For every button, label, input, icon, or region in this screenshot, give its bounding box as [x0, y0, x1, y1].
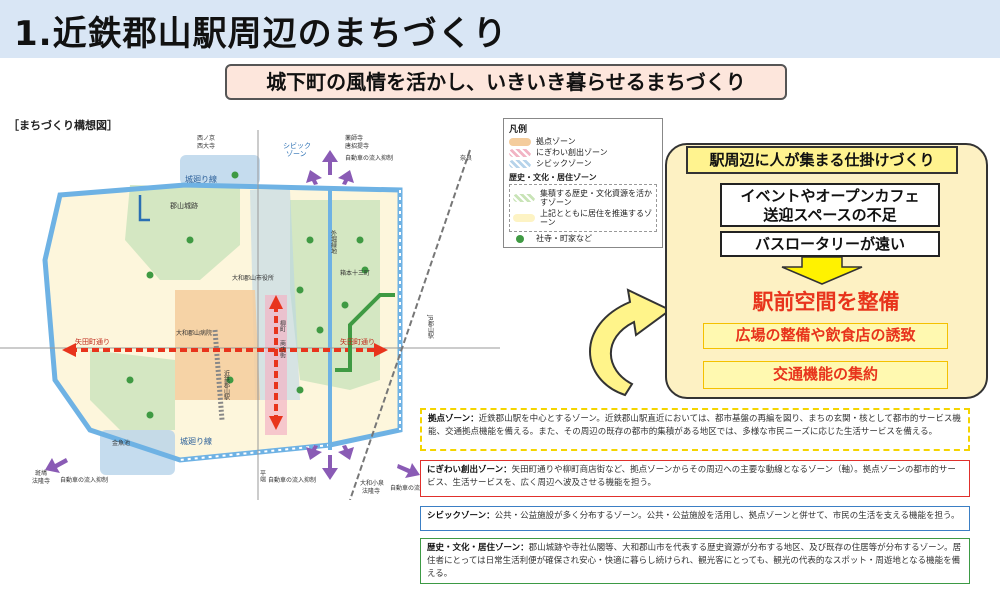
issue-line: イベントやオープンカフェ: [740, 187, 920, 205]
green-zone-castle: [125, 185, 240, 280]
goal-heading: 駅前空間を整備: [752, 290, 900, 314]
kawanaka-label: 平端: [259, 470, 266, 483]
yakushiji-1: 薬師寺: [345, 134, 363, 142]
header-bar: 1.近鉄郡山駅周辺のまちづくり: [0, 0, 1000, 58]
down-arrow-icon: [781, 257, 863, 285]
kintetsu-line: [212, 329, 225, 421]
zone-desc-title: 歴史・文化・居住ゾーン：: [427, 543, 529, 553]
yadacho-label-west: 矢田町通り: [75, 337, 110, 346]
zone-desc-text: 公共・公益施設が多く分布するゾーン。公共・公益施設を活用し、拠点ゾーンと併せて、…: [494, 511, 960, 521]
horyuji-1: 斑鳩: [35, 469, 47, 477]
civic-zone-north: [180, 155, 260, 185]
legend-item: 上記とともに居住を推進するゾーン: [513, 209, 653, 227]
hospital-label: 大和郡山病院: [176, 329, 212, 337]
concept-map: 城廻り線 城廻り線 矢田町通り 矢田町通り シビック ゾーン 自動車の流入抑制 …: [0, 130, 500, 500]
issue-box-event-space: イベントやオープンカフェ 送迎スペースの不足: [720, 183, 940, 227]
legend-label: にぎわい創出ゾーン: [536, 148, 608, 157]
legend-swatch-history: [513, 194, 535, 202]
horyuji-2: 法隆寺: [32, 477, 50, 485]
inflow-arrows: [45, 150, 420, 480]
issue-box-bus-rotary: バスロータリーが遠い: [720, 231, 940, 257]
station-label: 近鉄郡山駅: [223, 369, 230, 401]
yanagi-1: 柳町: [279, 319, 286, 332]
tamon-label: 外堀緑地: [330, 229, 337, 254]
legend-label: 社寺・町家など: [536, 234, 592, 243]
inflow-label-se: 自動車の流入抑制: [390, 484, 438, 492]
temple-dot-icon: [516, 234, 524, 243]
legend-item: 集積する歴史・文化資源を活かすゾーン: [513, 189, 653, 207]
zone-desc-title: 拠点ゾーン：: [428, 414, 479, 424]
castle-label: 郡山城跡: [170, 201, 198, 210]
zone-desc-nigiwai: にぎわい創出ゾーン：矢田町通りや柳町商店街など、拠点ゾーンからその周辺への主要な…: [420, 460, 970, 497]
jr-line: [349, 149, 471, 500]
legend-swatch-residential: [513, 214, 535, 222]
legend-swatch-nigiwai: [509, 148, 531, 157]
ring-label-bottom: 城廻り線: [180, 436, 212, 446]
zone-desc-text: 郡山城跡や寺社仏閣等、大和郡山市を代表する歴史資源が分布する地区、及び既存の住居…: [427, 543, 962, 579]
kingyo-label: 金魚池: [112, 439, 130, 447]
nishinokyo-1: 西ノ京: [197, 134, 215, 142]
legend-swatch-hub: [509, 137, 531, 146]
concept-subtitle: 城下町の風情を活かし、いきいき暮らせるまちづくり: [225, 64, 787, 100]
measure-transport: 交通機能の集約: [703, 361, 948, 389]
legend-label: 集積する歴史・文化資源を活かすゾーン: [540, 189, 652, 207]
zone-desc-text: 矢田町通りや柳町商店街など、拠点ゾーンからその周辺への主要な動線となるゾーン（軸…: [427, 465, 956, 488]
zone-desc-hub: 拠点ゾーン：近鉄郡山駅を中心とするゾーン。近鉄郡山駅直近においては、都市基盤の再…: [420, 408, 970, 451]
legend-item: 拠点ゾーン: [509, 137, 657, 146]
issue-line: 送迎スペースの不足: [763, 206, 897, 224]
legend-swatch-civic: [509, 159, 531, 168]
page-title: 1.近鉄郡山駅周辺のまちづくり: [14, 14, 508, 54]
hakuhon-label: 箱本十三町: [340, 269, 370, 277]
map-caption: ［まちづくり構想図］: [8, 119, 118, 132]
legend-item: シビックゾーン: [509, 159, 657, 168]
zone-desc-civic: シビックゾーン：公共・公益施設が多く分布するゾーン。公共・公益施設を活用し、拠点…: [420, 506, 970, 531]
ring-road: [42, 182, 403, 463]
inflow-label-ne: 自動車の流入抑制: [345, 154, 393, 162]
map-legend: 凡例 拠点ゾーン にぎわい創出ゾーン シビックゾーン 歴史・文化・居住ゾーン 集…: [503, 118, 663, 248]
koizumi-2: 法隆寺: [362, 487, 380, 495]
inflow-label-s: 自動車の流入抑制: [268, 476, 316, 484]
legend-label: 拠点ゾーン: [536, 137, 576, 146]
nishinokyo-2: 西大寺: [197, 142, 215, 150]
jr-label: JR郡山駅: [427, 314, 434, 340]
temple-dots: [126, 171, 369, 419]
zone-desc-text: 近鉄郡山駅を中心とするゾーン。近鉄郡山駅直近においては、都市基盤の再編を図り、ま…: [428, 414, 961, 437]
legend-group-title: 歴史・文化・居住ゾーン: [509, 173, 597, 182]
measure-plaza: 広場の整備や飲食店の誘致: [703, 323, 948, 349]
zone-desc-title: にぎわい創出ゾーン：: [427, 465, 512, 475]
legend-group: 集積する歴史・文化資源を活かすゾーン 上記とともに居住を推進するゾーン: [509, 184, 657, 232]
green-zone-south: [90, 350, 175, 430]
inflow-label-sw: 自動車の流入抑制: [60, 476, 108, 484]
zone-desc-title: シビックゾーン：: [427, 511, 495, 521]
hub-zone: [175, 290, 260, 400]
legend-title: 凡例: [509, 125, 528, 135]
koizumi-1: 大和小泉: [360, 479, 384, 487]
nara-label: 奈良: [460, 154, 472, 162]
ring-label-top: 城廻り線: [185, 174, 217, 184]
zone-desc-history: 歴史・文化・居住ゾーン：郡山城跡や寺社仏閣等、大和郡山市を代表する歴史資源が分布…: [420, 538, 970, 584]
legend-label: シビックゾーン: [536, 159, 592, 168]
green-zone-east: [290, 200, 380, 390]
yadacho-label-east: 矢田町通り: [340, 337, 375, 346]
yakushiji-2: 唐招提寺: [345, 142, 369, 150]
legend-item: にぎわい創出ゾーン: [509, 148, 657, 157]
legend-label: 上記とともに居住を推進するゾーン: [540, 209, 652, 227]
civic-label-line1: シビック: [283, 141, 311, 150]
cityhall-label: 大和郡山市役所: [232, 274, 274, 282]
civic-label-line2: ゾーン: [286, 150, 307, 158]
legend-item: 社寺・町家など: [509, 234, 657, 243]
green-route: [335, 293, 395, 372]
yanagi-2: 商店街: [279, 339, 286, 359]
panel-heading: 駅周辺に人が集まる仕掛けづくり: [686, 146, 958, 174]
curved-yellow-arrow-icon: [589, 288, 672, 397]
